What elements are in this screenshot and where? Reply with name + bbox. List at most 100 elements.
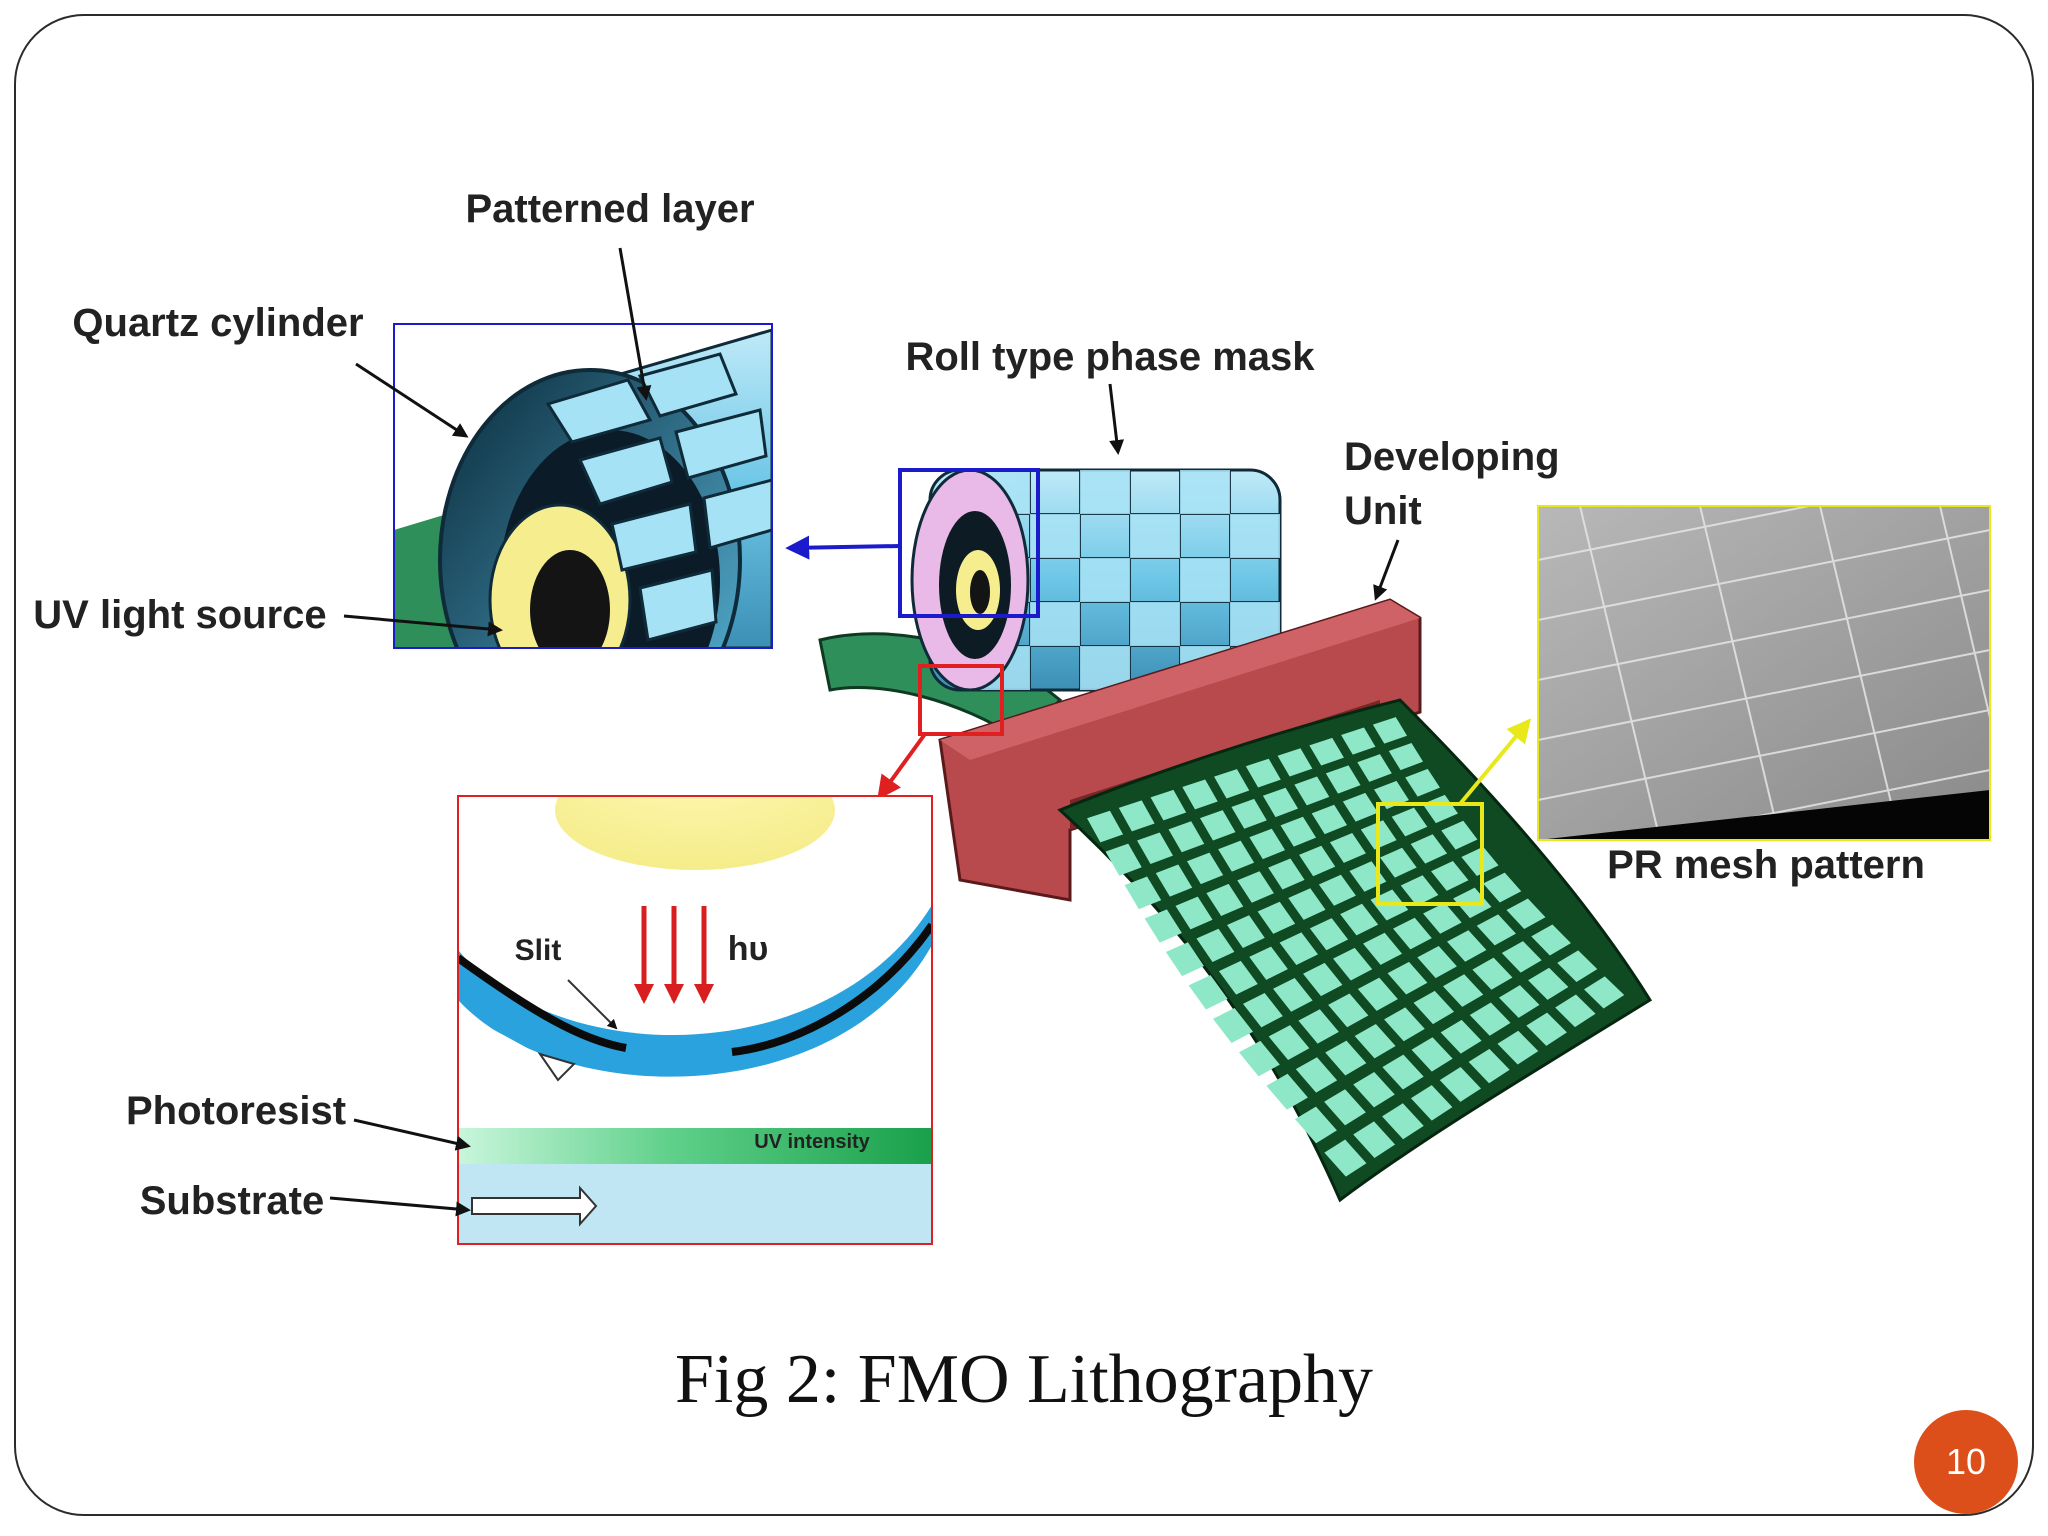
quartz-cylinder-inset <box>393 323 773 649</box>
mesh-cell <box>1150 789 1187 821</box>
mesh-cell <box>1411 1037 1453 1072</box>
arrow-to-quartz-inset <box>785 535 901 560</box>
arrow-to-slit-inset <box>877 732 927 800</box>
mesh-cell <box>1279 932 1318 966</box>
mesh-cell <box>1124 876 1162 910</box>
mesh-cell <box>1357 977 1398 1011</box>
label-patterned-layer: Patterned layer <box>465 187 754 231</box>
mesh-cell <box>1469 1002 1511 1036</box>
mesh-cell <box>1461 846 1499 877</box>
mesh-cell <box>1168 821 1205 853</box>
mesh-cell <box>1353 1121 1396 1158</box>
mesh-cell <box>1309 737 1344 766</box>
slit-cross-section-inset <box>457 795 933 1245</box>
mesh-cell <box>1186 852 1224 885</box>
mesh-cell <box>1238 1040 1280 1077</box>
mesh-cell <box>1118 800 1155 832</box>
mesh-cell <box>1506 898 1546 930</box>
mesh-cell <box>1388 742 1424 771</box>
mesh-cell <box>1175 896 1213 930</box>
mesh-cell <box>1363 932 1403 965</box>
mesh-cell <box>1155 864 1193 897</box>
mesh-cell <box>1087 810 1124 843</box>
mesh-cell <box>1311 804 1348 835</box>
mesh-cell <box>1354 1024 1396 1059</box>
mesh-cell <box>1501 941 1542 973</box>
mesh-cell <box>1440 1019 1482 1054</box>
mesh-cell <box>1357 754 1392 782</box>
mesh-cell <box>1557 950 1598 982</box>
mesh-cell <box>1468 1048 1510 1084</box>
sem-mesh-image <box>1537 505 1991 841</box>
mesh-cell <box>1309 918 1349 951</box>
label-developing-unit-line1: Developing <box>1344 435 1560 479</box>
mesh-cell <box>1372 717 1408 744</box>
mesh-cell <box>1498 985 1540 1018</box>
arrow-to-sem-inset <box>1458 718 1532 806</box>
mesh-cell <box>1555 994 1596 1028</box>
mesh-cell <box>1231 798 1267 829</box>
mesh-cell <box>1294 776 1330 806</box>
mesh-cell <box>1214 769 1250 799</box>
mesh-cell <box>1218 960 1258 995</box>
mesh-cell <box>1257 901 1296 934</box>
mesh-cells <box>1087 717 1625 1177</box>
mesh-cell <box>1328 993 1369 1028</box>
mesh-cell <box>1393 917 1432 950</box>
label-photoresist: Photoresist <box>126 1089 346 1133</box>
mesh-cell <box>1528 967 1569 1000</box>
mesh-cell <box>1439 1067 1482 1102</box>
figure-caption: Fig 2: FMO Lithography <box>674 1341 1374 1418</box>
mesh-cell <box>1196 928 1235 963</box>
label-slit: Slit <box>515 934 562 967</box>
mesh-cell <box>1497 1030 1539 1065</box>
mesh-cell <box>1277 748 1313 777</box>
mesh-cell <box>1353 1071 1395 1108</box>
mesh-cell <box>1417 946 1457 979</box>
mesh-cell <box>1182 779 1218 810</box>
mesh-cell <box>1324 1089 1366 1126</box>
page-number-badge: 10 <box>1914 1410 2018 1514</box>
mesh-cell <box>1341 727 1376 755</box>
mesh-cell <box>1227 915 1265 948</box>
mesh-cell <box>1526 1012 1567 1046</box>
mesh-cell <box>1199 810 1236 841</box>
label-uv-light-source: UV light source <box>33 593 326 637</box>
mesh-cell <box>1531 924 1571 956</box>
label-hv: hυ <box>728 930 769 968</box>
mesh-cell <box>1137 832 1173 865</box>
label-uv-intensity: UV intensity <box>754 1131 870 1153</box>
mesh-cell <box>1325 1040 1367 1076</box>
mesh-cell <box>1288 888 1326 920</box>
mesh-cell <box>1333 947 1373 981</box>
mesh-cell <box>1324 1139 1367 1177</box>
mesh-cell <box>1431 860 1469 891</box>
mesh-cell <box>1382 1054 1424 1090</box>
mesh-cell <box>1298 1009 1339 1044</box>
pr-mesh-sheet <box>1057 698 1653 1203</box>
mesh-cell <box>1266 1073 1308 1110</box>
label-quartz-cylinder: Quartz cylinder <box>72 301 363 345</box>
mesh-cell <box>1268 1025 1310 1061</box>
mesh-cell <box>1442 974 1484 1007</box>
mesh-cell <box>1206 883 1244 917</box>
mesh-cell <box>1483 872 1522 903</box>
zoom-box-yellow <box>1376 802 1484 906</box>
mesh-cell <box>1318 874 1356 906</box>
mesh-cell <box>1476 914 1516 946</box>
mesh-cell <box>1303 962 1343 997</box>
mesh-cell <box>1105 843 1142 876</box>
mesh-cell <box>1441 820 1478 850</box>
mesh-cell <box>1144 909 1182 943</box>
mesh-cell <box>1584 976 1625 1009</box>
mesh-cell <box>1400 875 1439 906</box>
mesh-cell <box>1299 845 1336 877</box>
mesh-cell <box>1213 1008 1254 1043</box>
mesh-cell <box>1262 787 1299 818</box>
mesh-cell <box>1382 1103 1424 1140</box>
mesh-cell <box>1472 957 1513 990</box>
mesh-cell <box>1410 834 1448 864</box>
mesh-cell <box>1447 930 1487 962</box>
label-pr-mesh-pattern: PR mesh pattern <box>1607 843 1925 887</box>
